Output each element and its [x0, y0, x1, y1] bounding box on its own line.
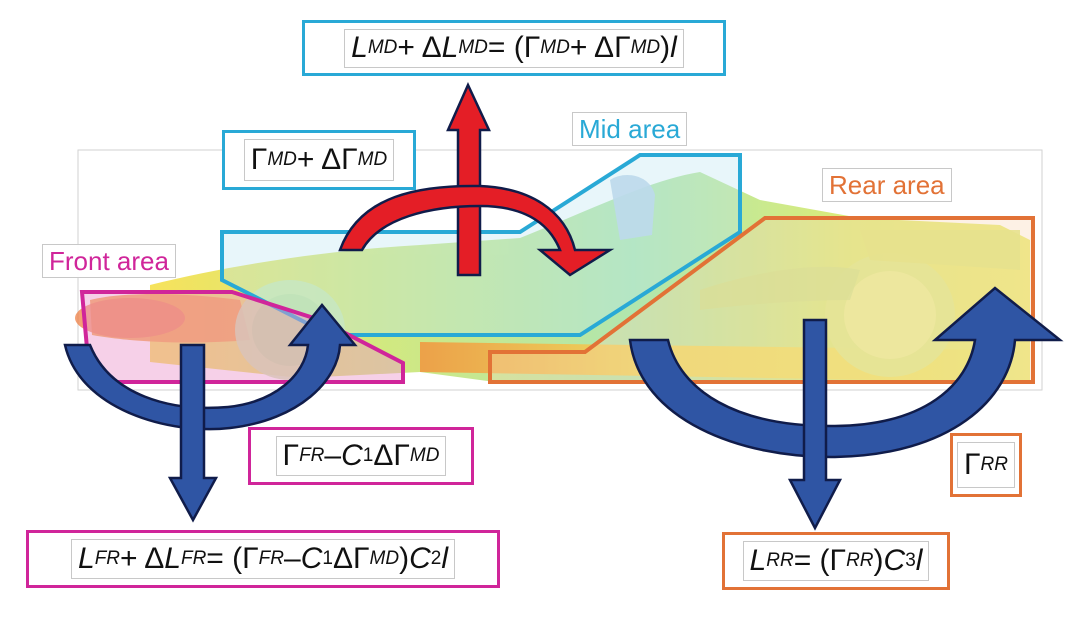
mid-area-label: Mid area	[572, 112, 688, 146]
mid-circulation-arrow	[338, 184, 615, 277]
front-area-label: Front area	[42, 244, 176, 278]
front-circulation-arrow	[63, 303, 358, 431]
rear-area-label: Rear area	[822, 168, 952, 202]
driver-helmet	[610, 175, 655, 240]
rear-circulation-arrow	[628, 286, 1064, 459]
rear-wing	[860, 230, 1020, 270]
rear-lift-arrow	[787, 318, 843, 531]
mid-lift-arrow	[446, 81, 491, 277]
front-lift-arrow	[167, 343, 219, 523]
rear-area-outline	[488, 216, 1035, 384]
